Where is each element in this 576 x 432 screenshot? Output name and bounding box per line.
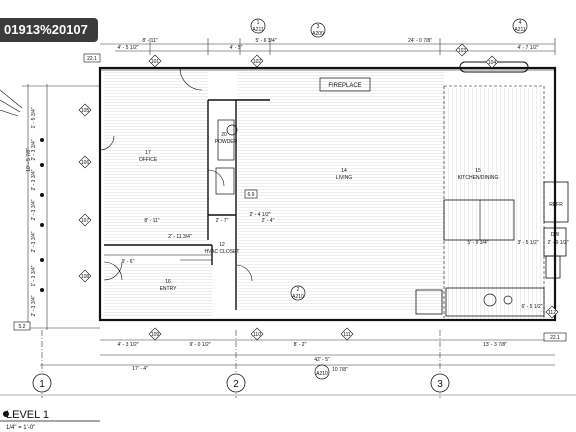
tag-103: 103 xyxy=(458,48,467,54)
dim-bottom-3: 8' - 2" xyxy=(294,342,307,348)
tag-111: 111 xyxy=(343,332,351,338)
section-sheet-3: A200 xyxy=(312,31,324,37)
room-hvac-name: HVAC CLOSET xyxy=(205,249,240,255)
dimension-lines xyxy=(0,38,576,398)
section-sheet-2: A210 xyxy=(292,294,304,300)
section-markers xyxy=(250,18,528,380)
room-entry-num: 16 xyxy=(165,279,171,285)
section-num-3: 3 xyxy=(317,24,320,30)
dim-bottom-2: 9' - 0 1/2" xyxy=(189,342,210,348)
tag-22-1: 22.1 xyxy=(87,56,97,62)
dim-int-6: 5' - 9 3/4" xyxy=(467,240,488,246)
dim-left-8: 2' - 3 3/4" xyxy=(31,295,37,316)
exterior-walls xyxy=(98,66,557,322)
room-kitchen-name: KITCHEN/DINING xyxy=(458,175,499,181)
dim-int-3: 2' - 7" xyxy=(216,218,229,224)
grid-label-1: 1 xyxy=(39,379,45,390)
fireplace-label: FIREPLACE xyxy=(328,83,361,89)
dim-top-5: 24' - 0 7/8" xyxy=(408,38,432,44)
dim-top-4: 4' - 5" xyxy=(230,45,243,51)
dim-left-2: 2' - 3 3/4" xyxy=(31,139,37,160)
left-leaders xyxy=(0,89,23,117)
grid-bubble-2 xyxy=(226,373,246,393)
tag-102: 102 xyxy=(253,59,262,65)
door-swings xyxy=(99,67,253,282)
tag-106: 106 xyxy=(81,160,90,166)
dim-int-7: 3' - 5 1/2" xyxy=(517,240,538,246)
room-office-num: 17 xyxy=(145,150,151,156)
dim-int-2: 2' - 11 3/4" xyxy=(168,234,192,240)
section-num-4: 4 xyxy=(519,20,522,26)
interior-walls xyxy=(104,61,569,318)
door-number: 6.9 xyxy=(248,192,255,198)
dim-int-1: 8' - 11" xyxy=(144,218,159,224)
tag-22-1-b: 22.1 xyxy=(550,335,560,341)
dim-left-3: 2' - 3 3/4" xyxy=(31,169,37,190)
dim-int-5: 9' - 6" xyxy=(122,259,135,265)
grid-bubble-1 xyxy=(32,373,52,393)
dim-top-6: 4' - 7 1/2" xyxy=(517,45,538,51)
grid-bubbles xyxy=(32,373,450,393)
section-sheet-4: A211 xyxy=(514,27,526,33)
dim-bottom-6: 42' - 5" xyxy=(314,357,330,363)
dim-bottom-7: 10 7/8" xyxy=(332,367,348,373)
section-num-1: 1 xyxy=(257,20,260,26)
dim-left-5: 2' - 3 3/4" xyxy=(31,199,37,220)
dim-int-9: 6' - 5 1/2" xyxy=(521,304,542,310)
tag-5-2: 5.2 xyxy=(19,324,26,330)
grid-label-3: 3 xyxy=(437,379,443,390)
room-living-name: LIVING xyxy=(336,175,353,181)
room-powder-num: 20 xyxy=(221,132,227,138)
drawing-scale: 1/4" = 1'-0" xyxy=(6,425,35,431)
dim-int-8: 2' - 9 1/2" xyxy=(547,240,568,246)
section-num-2: 2 xyxy=(297,287,300,293)
section-sheet-1: A211 xyxy=(252,27,264,33)
dim-left-1: 1' - 5 3/4" xyxy=(31,107,37,128)
tag-104: 104 xyxy=(488,60,497,66)
refr-label: REFR xyxy=(549,202,563,208)
dim-top-2: 4' - 5 1/2" xyxy=(117,45,138,51)
room-kitchen-num: 15 xyxy=(475,168,481,174)
room-hvac-num: 12 xyxy=(219,242,225,248)
room-powder-name: POWDER xyxy=(215,139,238,145)
wall-ticks xyxy=(40,138,44,292)
dim-left-4: 10' - 5 7/8" xyxy=(26,148,32,172)
tag-105: 105 xyxy=(81,108,90,114)
grid-label-2: 2 xyxy=(233,379,239,390)
tag-110: 110 xyxy=(253,332,261,338)
dim-int-4: 2' - 4" xyxy=(262,218,275,224)
room-office-name: OFFICE xyxy=(139,157,158,163)
file-name-tag: 01913%20107 xyxy=(0,18,98,42)
dim-top-1: 8' - 11" xyxy=(142,38,157,44)
room-entry-name: ENTRY xyxy=(160,286,178,292)
tag-112: 112 xyxy=(548,310,556,316)
dim-bottom-1: 4' - 3 1/2" xyxy=(117,342,138,348)
dw-label: DW xyxy=(551,232,560,238)
tag-diamonds xyxy=(78,43,559,341)
tag-101: 101 xyxy=(151,59,160,65)
dim-int-10: 2' - 4 1/2" xyxy=(249,212,270,218)
dim-bottom-5: 17' - 4" xyxy=(132,366,148,372)
tag-107: 107 xyxy=(81,218,90,224)
room-living-num: 14 xyxy=(341,168,347,174)
section-sheet-bottom: A210 xyxy=(316,371,328,377)
drawing-title: LEVEL 1 xyxy=(6,409,49,421)
dim-left-6: 2' - 3 3/4" xyxy=(31,231,37,252)
dim-left-7: 1' - 3 3/4" xyxy=(31,265,37,286)
tag-109: 109 xyxy=(151,332,160,338)
dim-bottom-4: 13' - 3 7/8" xyxy=(483,342,507,348)
tag-108: 108 xyxy=(81,274,90,280)
dim-top-3: 5' - 6 3/4" xyxy=(255,38,276,44)
grid-bubble-3 xyxy=(430,373,450,393)
